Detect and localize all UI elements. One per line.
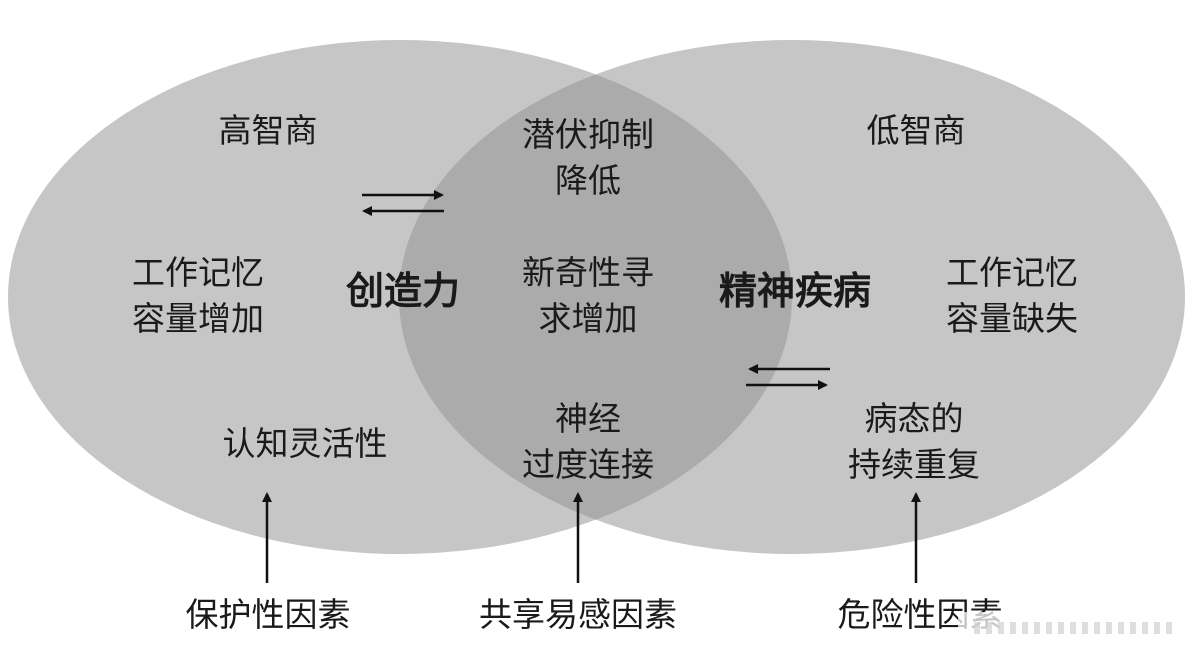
line-1: 神经 [555, 399, 621, 438]
line-2: 持续重复 [848, 445, 980, 484]
label-pathological-perseveration: 病态的 持续重复 [814, 396, 1014, 488]
label-protective-factors: 保护性因素 [185, 595, 351, 634]
label-creativity: 创造力 [345, 269, 460, 313]
exchange-arrows-right [746, 364, 830, 390]
line-2: 容量缺失 [946, 299, 1078, 338]
overlap-region [399, 40, 792, 554]
label-latent-inhibition: 潜伏抑制 降低 [488, 112, 688, 204]
line-1: 工作记忆 [132, 253, 264, 292]
label-novelty-seeking: 新奇性寻 求增加 [488, 250, 688, 342]
factor-arrows [262, 492, 921, 583]
line-1: 新奇性寻 [522, 253, 654, 292]
label-high-iq: 高智商 [218, 111, 318, 150]
line-2: 容量增加 [132, 299, 264, 338]
label-working-memory-increase: 工作记忆 容量增加 [98, 250, 298, 342]
label-working-memory-deficit: 工作记忆 容量缺失 [912, 250, 1112, 342]
label-mental-illness: 精神疾病 [718, 269, 871, 313]
line-1: 潜伏抑制 [522, 115, 654, 154]
exchange-arrows-left [362, 190, 444, 216]
label-neural-hyperconnectivity: 神经 过度连接 [488, 396, 688, 488]
line-2: 过度连接 [522, 445, 654, 484]
watermark-text-shape [974, 622, 1174, 634]
line-2: 求增加 [538, 299, 638, 338]
label-shared-vulnerability-factors: 共享易感因素 [479, 595, 677, 634]
line-2: 降低 [555, 161, 621, 200]
line-1: 工作记忆 [946, 253, 1078, 292]
label-low-iq: 低智商 [866, 111, 966, 150]
label-cognitive-flexibility: 认知灵活性 [222, 424, 388, 463]
line-1: 病态的 [864, 399, 964, 438]
